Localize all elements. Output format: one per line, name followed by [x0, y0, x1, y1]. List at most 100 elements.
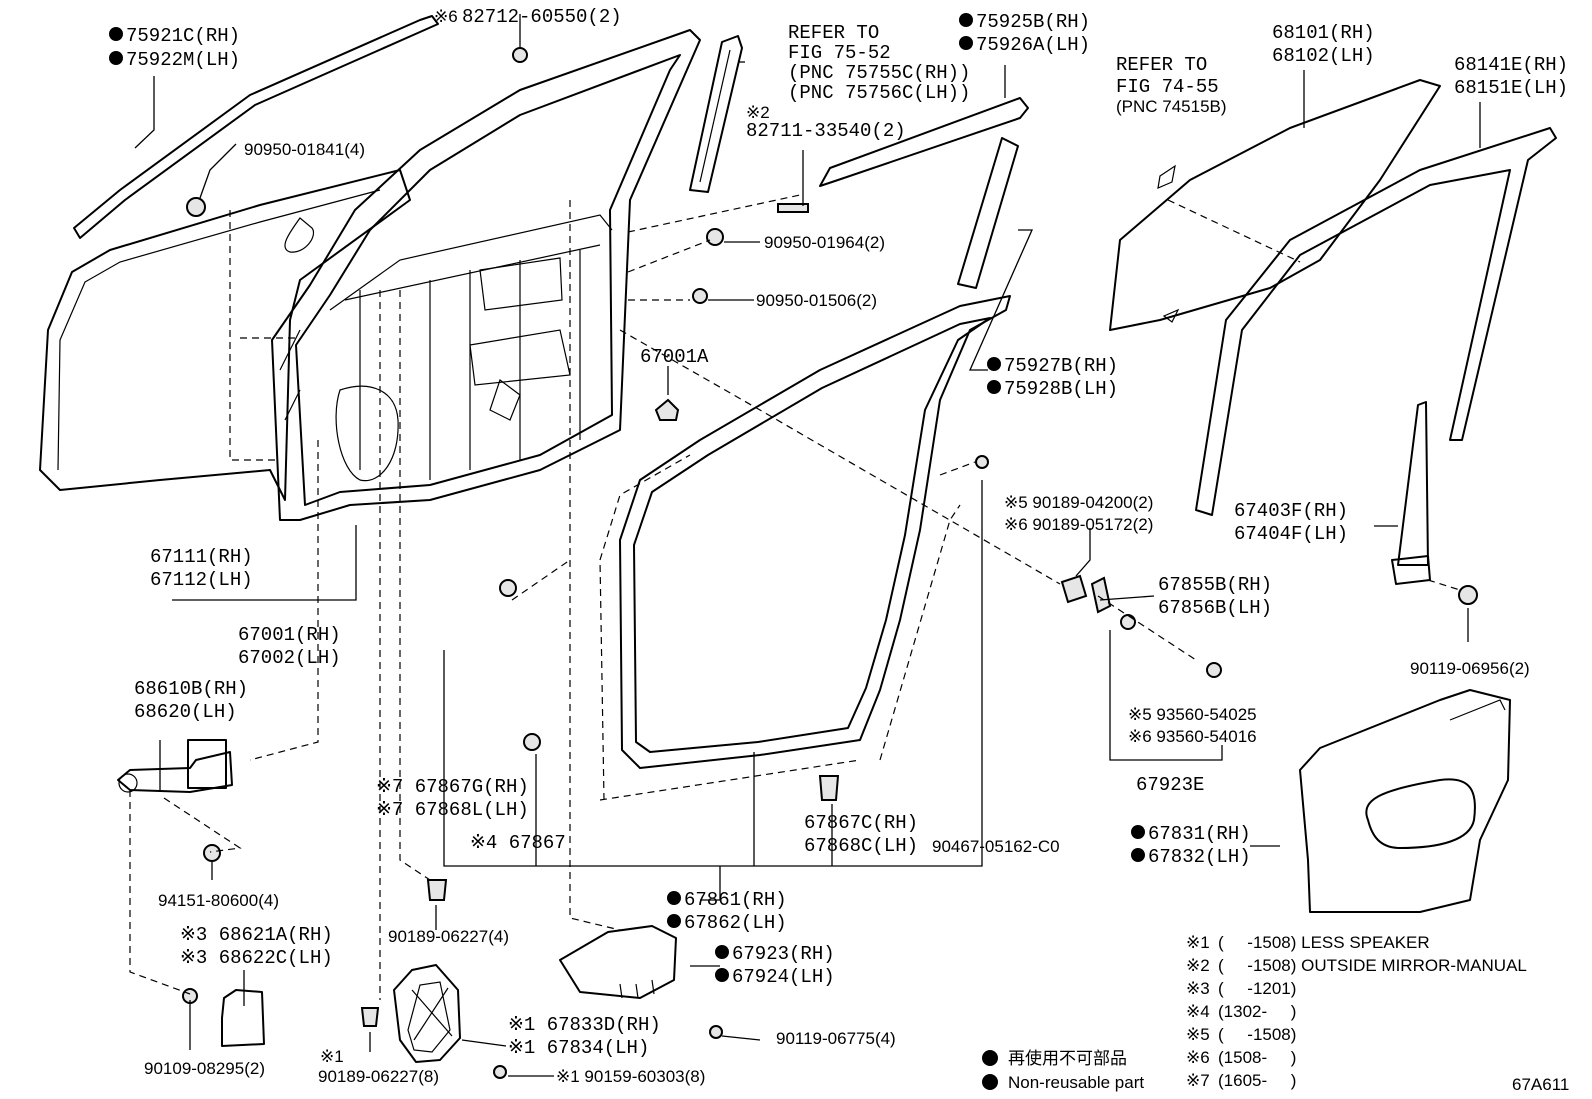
- belt-moulding-inner: [819, 97, 1029, 187]
- label-67868l: ※7 67868L(LH): [376, 799, 529, 821]
- part-labels: 75921C(RH) 75922M(LH) ※6 82712-60550(2) …: [109, 6, 1568, 1086]
- note-key-2: ※2: [1186, 956, 1210, 975]
- label-75921c: 75921C(RH): [126, 25, 240, 47]
- label-67832: 67832(LH): [1148, 846, 1251, 868]
- label-93560-54016: ※6 93560-54016: [1128, 727, 1257, 746]
- label-67924: 67924(LH): [732, 966, 835, 988]
- label-68621a: ※3 68621A(RH): [180, 924, 333, 946]
- label-82712-note: ※6: [434, 7, 458, 26]
- label-90189-06227a: 90189-06227(4): [388, 927, 509, 946]
- footnotes: ※1 ( -1508) LESS SPEAKER ※2 ( -1508) OUT…: [1186, 933, 1527, 1090]
- note-key-7: ※7: [1186, 1071, 1210, 1090]
- label-75925b: 75925B(RH): [976, 11, 1090, 33]
- note-text-5: ( -1508): [1218, 1025, 1296, 1044]
- label-90467: 90467-05162-C0: [932, 837, 1060, 856]
- fasteners: [182, 47, 1478, 1079]
- refer1-line-b: FIG 75-52: [788, 42, 891, 64]
- note-key-1: ※1: [1186, 933, 1210, 952]
- legend-en: Non-reusable part: [1008, 1073, 1144, 1092]
- label-90189-06227b: 90189-06227(8): [318, 1067, 439, 1086]
- label-67923: 67923(RH): [732, 943, 835, 965]
- label-67868c: 67868C(LH): [804, 835, 918, 857]
- refer1-line-d: (PNC 75756C(LH)): [788, 82, 970, 104]
- label-68141e: 68141E(RH): [1454, 54, 1568, 76]
- diagram-id: 67A611: [1512, 1075, 1569, 1094]
- label-67833d: ※1 67833D(RH): [508, 1014, 661, 1036]
- label-75928b: 75928B(LH): [1004, 378, 1118, 400]
- label-68610b: 68610B(RH): [134, 678, 248, 700]
- label-90159: ※1 90159-60303(8): [556, 1067, 705, 1086]
- leader-lines: [129, 14, 1481, 1077]
- label-67861: 67861(RH): [684, 889, 787, 911]
- refer2-line-b: FIG 74-55: [1116, 76, 1219, 98]
- pillar-garnish: [957, 137, 1019, 289]
- division-bar: [1391, 401, 1431, 585]
- note-key-5: ※5: [1186, 1025, 1210, 1044]
- label-67855b: 67855B(RH): [1158, 574, 1272, 596]
- label-90950-01964: 90950-01964(2): [764, 233, 885, 252]
- label-90189-06227b-note: ※1: [320, 1047, 344, 1066]
- label-75927b: 75927B(RH): [1004, 355, 1118, 377]
- label-90950-01506: 90950-01506(2): [756, 291, 877, 310]
- label-67867: ※4 67867: [470, 832, 566, 854]
- note-key-6: ※6: [1186, 1048, 1210, 1067]
- note-text-2: ( -1508) OUTSIDE MIRROR-MANUAL: [1218, 956, 1527, 975]
- refer1-line-c: (PNC 75755C(RH)): [788, 62, 970, 84]
- note-text-4: (1302- ): [1218, 1002, 1296, 1021]
- label-90119-06775: 90119-06775(4): [776, 1029, 896, 1048]
- label-67856b: 67856B(LH): [1158, 597, 1272, 619]
- label-82712: 82712-60550(2): [462, 6, 622, 28]
- refer1-line-a: REFER TO: [788, 22, 879, 44]
- label-75922m: 75922M(LH): [126, 49, 240, 71]
- label-67404f: 67404F(LH): [1234, 523, 1348, 545]
- label-67867g: ※7 67867G(RH): [376, 776, 529, 798]
- label-67002: 67002(LH): [238, 647, 341, 669]
- label-90950-01841: 90950-01841(4): [244, 140, 365, 159]
- label-67862: 67862(LH): [684, 912, 787, 934]
- label-90189-04200: ※5 90189-04200(2): [1004, 493, 1153, 512]
- label-67834: ※1 67834(LH): [508, 1037, 649, 1059]
- label-94151: 94151-80600(4): [158, 891, 279, 910]
- label-67112: 67112(LH): [150, 569, 253, 591]
- refer2-line-c: (PNC 74515B): [1116, 97, 1227, 116]
- label-75926a: 75926A(LH): [976, 34, 1090, 56]
- glass-run: [1195, 127, 1557, 516]
- hinge-cover: [221, 989, 265, 1047]
- mirror-pad: [777, 203, 809, 213]
- legend: 再使用不可部品 Non-reusable part: [982, 1048, 1144, 1092]
- label-68620: 68620(LH): [134, 701, 237, 723]
- label-82711: 82711-33540(2): [746, 120, 906, 142]
- label-90189-05172: ※6 90189-05172(2): [1004, 515, 1153, 534]
- label-82711-note: ※2: [746, 103, 770, 122]
- door-inner-panel: [271, 29, 701, 521]
- label-67867c: 67867C(RH): [804, 812, 918, 834]
- label-90109: 90109-08295(2): [144, 1059, 265, 1078]
- note-text-1: ( -1508) LESS SPEAKER: [1218, 933, 1430, 952]
- label-68151e: 68151E(LH): [1454, 77, 1568, 99]
- label-67923e: 67923E: [1136, 774, 1204, 796]
- lower-trim: [559, 925, 677, 999]
- note-text-3: ( -1201): [1218, 979, 1296, 998]
- label-68622c: ※3 68622C(LH): [180, 947, 333, 969]
- label-90119-06956: 90119-06956(2): [1410, 659, 1530, 678]
- refer2-line-a: REFER TO: [1116, 54, 1207, 76]
- door-trim-board: [1299, 689, 1511, 913]
- label-93560-54025: ※5 93560-54025: [1128, 705, 1257, 724]
- note-text-7: (1605- ): [1218, 1071, 1296, 1090]
- door-weatherstrip: [599, 295, 1011, 801]
- belt-moulding-outer: [73, 15, 439, 239]
- label-67831: 67831(RH): [1148, 823, 1251, 845]
- note-key-3: ※3: [1186, 979, 1210, 998]
- note-text-6: (1508- ): [1218, 1048, 1296, 1067]
- speaker: [393, 964, 461, 1063]
- label-68102: 68102(LH): [1272, 45, 1375, 67]
- label-67111: 67111(RH): [150, 546, 253, 568]
- label-68101: 68101(RH): [1272, 22, 1375, 44]
- label-67001: 67001(RH): [238, 624, 341, 646]
- label-67403f: 67403F(RH): [1234, 500, 1348, 522]
- door-glass: [1109, 79, 1441, 331]
- label-67001a: 67001A: [640, 346, 709, 368]
- legend-jp: 再使用不可部品: [1008, 1048, 1127, 1068]
- outer-door-panel: [39, 169, 411, 501]
